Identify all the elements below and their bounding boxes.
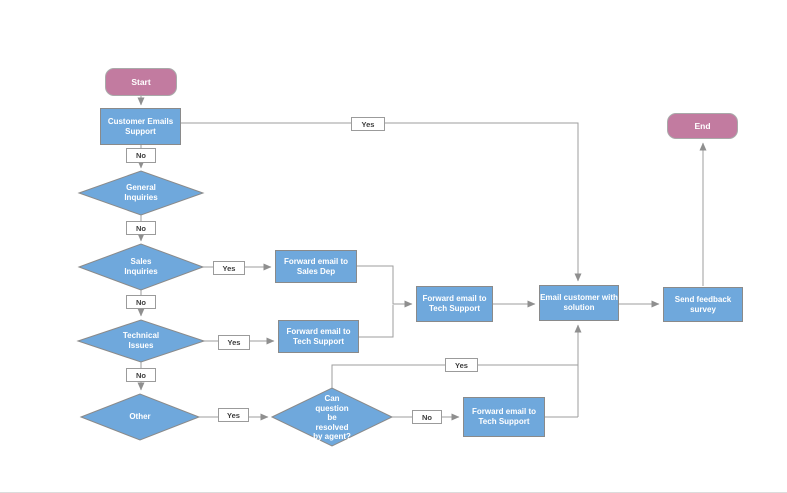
edge-label-no-customer-text: No	[136, 151, 146, 160]
node-sales-inquiries-label: Sales Inquiries	[124, 257, 158, 276]
node-forward-email-sales-dep-label: Forward email to Sales Dep	[283, 256, 348, 276]
edge-can-question-yes-up	[331, 364, 578, 388]
edge-label-yes-other-text: Yes	[227, 410, 240, 420]
decision-can-question-shape	[270, 387, 394, 447]
node-technical-issues: Technical Issues	[115, 330, 167, 352]
decision-general-inquiries-shape	[77, 170, 205, 216]
edge-label-no-resolved: No	[412, 410, 442, 424]
node-other-label: Other	[129, 412, 151, 422]
edge-label-yes-technical: Yes	[218, 335, 250, 350]
edge-label-no-general-text: No	[136, 223, 146, 233]
node-start-label: Start	[131, 76, 151, 87]
decision-technical-issues-shape	[76, 319, 206, 363]
edge-customer-yes-to-email-customer	[181, 122, 582, 282]
node-other: Other	[113, 411, 167, 423]
edge-label-yes-other: Yes	[218, 408, 249, 422]
node-general-inquiries: General Inquiries	[116, 182, 166, 204]
edge-label-yes-sales: Yes	[213, 261, 245, 275]
edge-label-no-technical: No	[126, 368, 156, 382]
node-end-label: End	[694, 120, 711, 131]
node-customer-emails-support-label: Customer Emails Support	[107, 116, 174, 136]
node-forward-email-tech-support-3-label: Forward email to Tech Support	[471, 407, 536, 426]
node-sales-inquiries: Sales Inquiries	[116, 256, 166, 278]
node-forward-email-tech-support-2: Forward email to Tech Support	[416, 286, 493, 322]
node-general-inquiries-label: General Inquiries	[124, 183, 158, 202]
edge-label-yes-resolved-text: Yes	[455, 360, 468, 370]
edge-label-no-sales-text: No	[136, 297, 146, 307]
edge-label-yes-sales-text: Yes	[222, 263, 236, 273]
edge-forward-tech1-to-merge	[359, 305, 394, 338]
node-send-feedback-survey-label: Send feedback survey	[674, 294, 732, 314]
node-start: Start	[105, 68, 177, 96]
edge-label-no-general: No	[126, 221, 156, 235]
edge-label-no-customer: No	[126, 148, 156, 163]
node-send-feedback-survey: Send feedback survey	[663, 287, 743, 322]
node-forward-email-tech-support-2-label: Forward email to Tech Support	[422, 294, 487, 313]
edge-label-yes-customer: Yes	[351, 117, 385, 131]
edge-label-yes-technical-text: Yes	[227, 338, 241, 347]
node-forward-email-tech-support-1: Forward email to Tech Support	[278, 320, 359, 353]
decision-sales-inquiries-shape	[77, 243, 205, 291]
node-forward-email-tech-support-1-label: Forward email to Tech Support	[286, 326, 351, 346]
node-forward-email-tech-support-3: Forward email to Tech Support	[463, 397, 545, 437]
node-email-customer-with-solution: Email customer with solution	[539, 285, 619, 321]
node-can-question-resolved: Can question be resolved by agent?	[310, 392, 354, 444]
decision-other-shape	[79, 393, 201, 441]
node-email-customer-with-solution-label: Email customer with solution	[540, 293, 618, 312]
node-customer-emails-support: Customer Emails Support	[100, 108, 181, 145]
edge-label-yes-resolved: Yes	[445, 358, 478, 372]
edge-label-no-technical-text: No	[136, 370, 146, 380]
edge-label-no-resolved-text: No	[422, 412, 432, 422]
edge-label-yes-customer-text: Yes	[361, 119, 375, 129]
node-can-question-resolved-label: Can question be resolved by agent?	[313, 394, 351, 442]
node-forward-email-sales-dep: Forward email to Sales Dep	[275, 250, 357, 283]
edge-forward-sales-to-forward-tech2	[357, 265, 413, 308]
edge-label-no-sales: No	[126, 295, 156, 309]
node-technical-issues-label: Technical Issues	[122, 331, 160, 350]
node-end: End	[667, 113, 738, 139]
